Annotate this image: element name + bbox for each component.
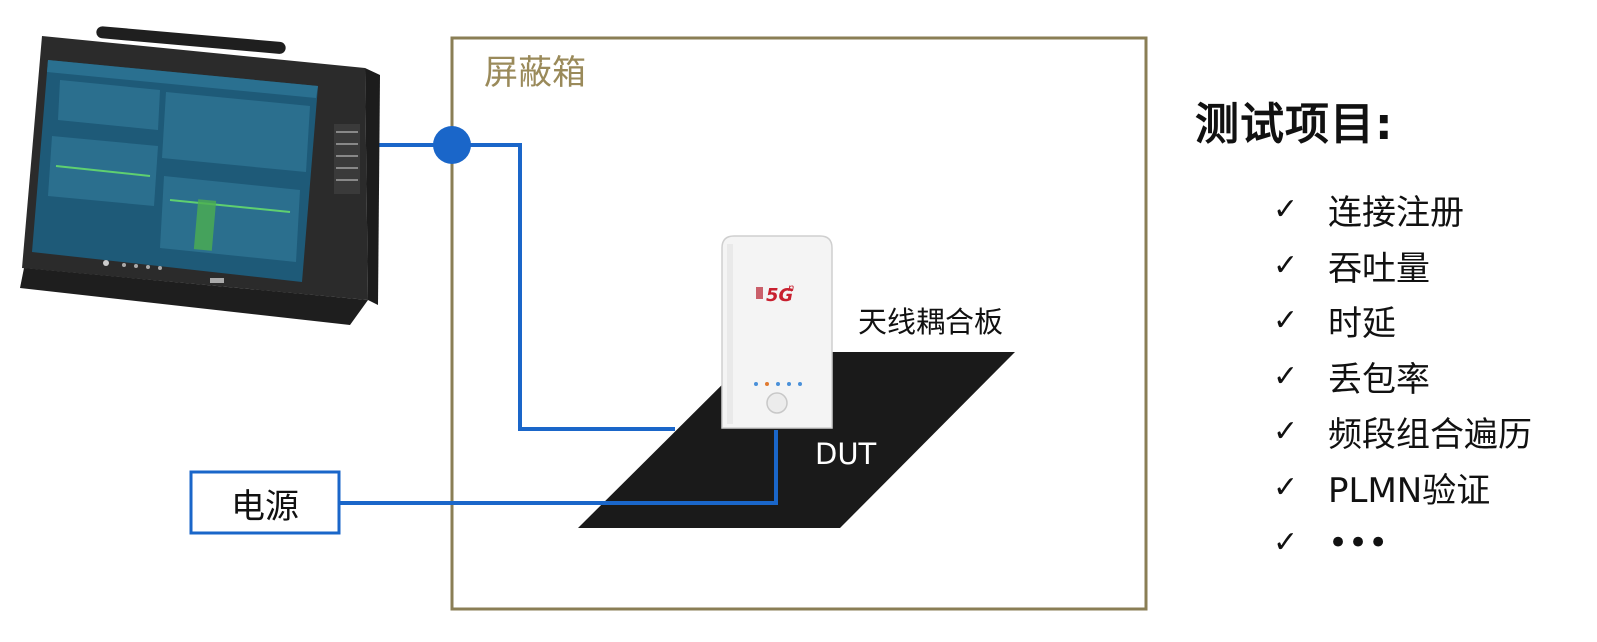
list-item: ✓ 连接注册 [1273, 182, 1595, 238]
dut-router: 5G n [721, 235, 833, 429]
list-item: ✓ PLMN验证 [1273, 460, 1595, 516]
list-item: ✓ 丢包率 [1273, 349, 1595, 405]
dut-label: DUT [815, 437, 877, 471]
power-label: 电源 [231, 487, 299, 527]
antenna-board [578, 352, 1015, 528]
power-cable [339, 430, 778, 505]
test-items-list: ✓ 连接注册 ✓ 吞吐量 ✓ 时延 ✓ 丢包率 ✓ 频段组合遍历 ✓ PLMN验证 ✓ ••• [1195, 182, 1595, 571]
shield-box-label: 屏蔽箱 [484, 53, 586, 93]
cable-feedthrough-node [433, 126, 471, 164]
test-item-label: 频段组合遍历 [1328, 415, 1532, 456]
test-instrument [20, 26, 380, 325]
list-item: ✓ 频段组合遍历 [1273, 404, 1595, 460]
test-item-label: 丢包率 [1328, 359, 1430, 400]
test-items-panel: 测试项目: ✓ 连接注册 ✓ 吞吐量 ✓ 时延 ✓ 丢包率 ✓ 频段组合遍历 ✓ PLMN验… [1195, 88, 1595, 571]
dut-brand-mark: 5G [766, 285, 793, 306]
test-item-label: 吞吐量 [1328, 248, 1430, 289]
list-item: ✓ 吞吐量 [1273, 238, 1595, 294]
shield-box [450, 36, 1148, 611]
list-item: ✓ ••• [1273, 515, 1595, 571]
checkmark-icon: ✓ [1273, 414, 1299, 450]
checkmark-icon: ✓ [1273, 247, 1299, 283]
list-item: ✓ 时延 [1273, 293, 1595, 349]
checkmark-icon: ✓ [1273, 469, 1299, 505]
test-item-label: 时延 [1328, 304, 1396, 345]
test-item-label: 连接注册 [1328, 193, 1464, 234]
test-items-title: 测试项目: [1195, 99, 1394, 150]
test-item-label: ••• [1328, 522, 1389, 563]
wps-button-icon [766, 392, 788, 414]
checkmark-icon: ✓ [1273, 358, 1299, 394]
checkmark-icon: ✓ [1273, 525, 1299, 561]
rf-cable [368, 143, 675, 431]
dut-brand-superscript: n [788, 283, 794, 294]
checkmark-icon: ✓ [1273, 192, 1299, 228]
power-box [189, 470, 341, 535]
checkmark-icon: ✓ [1273, 303, 1299, 339]
antenna-board-label: 天线耦合板 [858, 305, 1003, 339]
test-item-label: PLMN验证 [1328, 470, 1491, 511]
